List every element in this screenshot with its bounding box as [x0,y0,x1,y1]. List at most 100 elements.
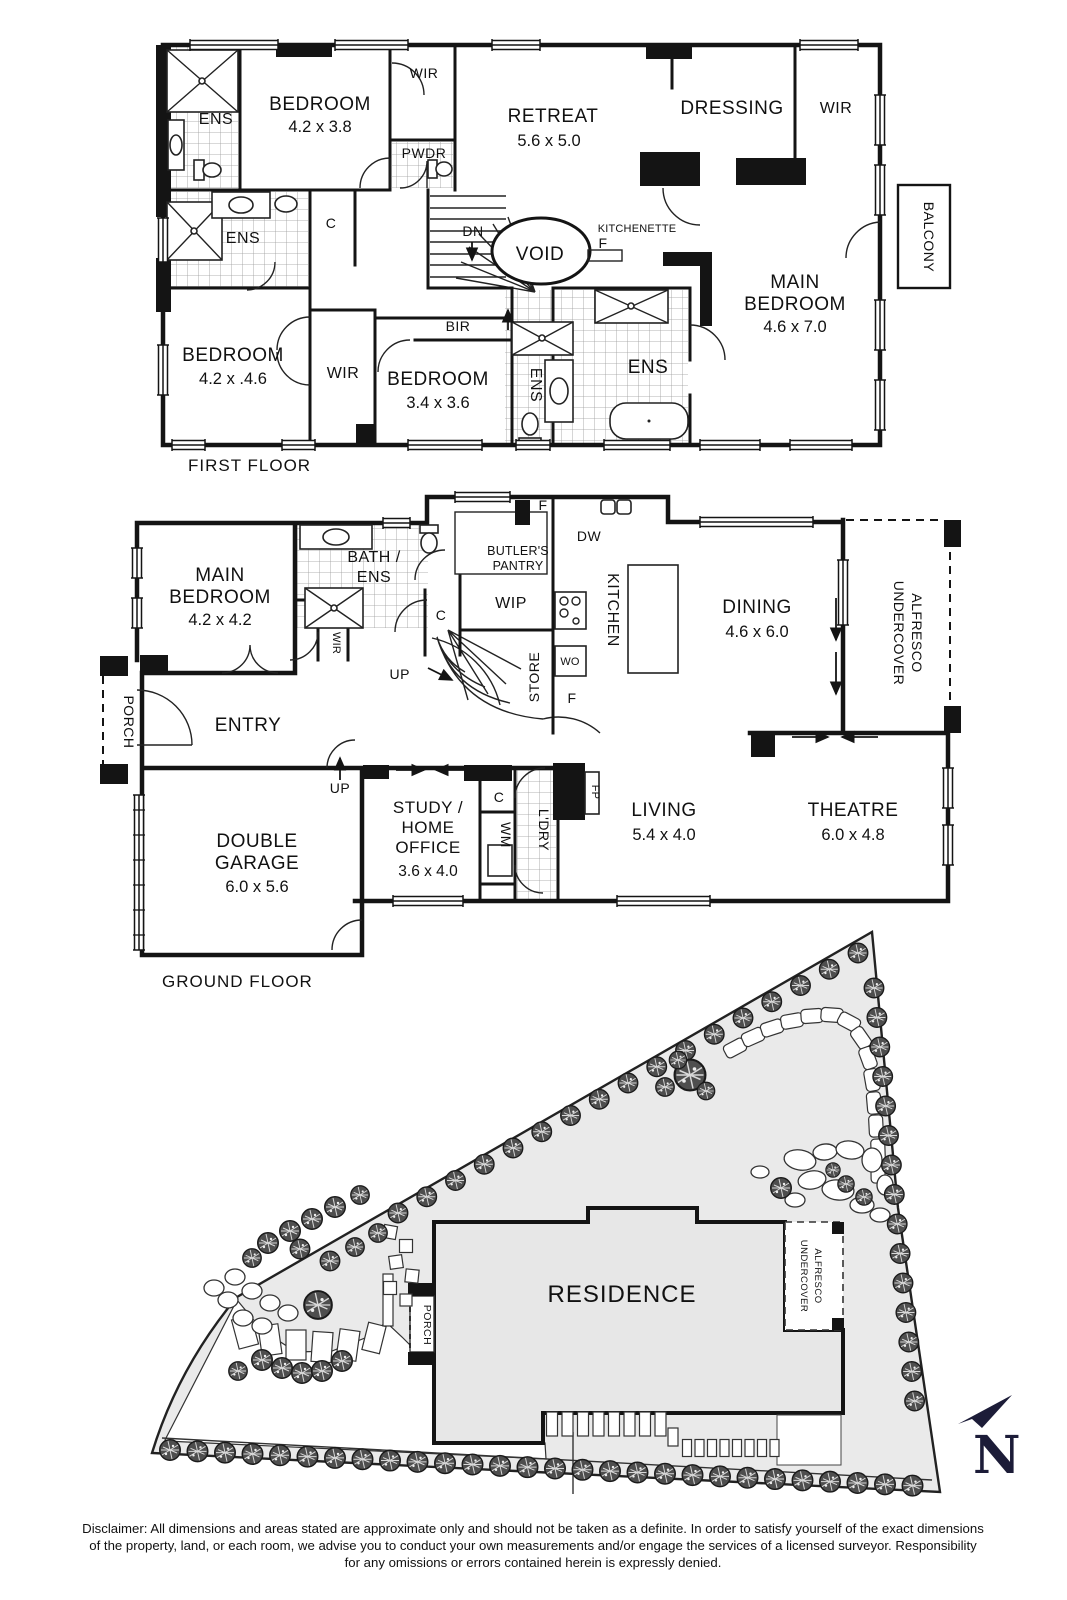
room-label-theatre: THEATRE [808,800,899,821]
site-porch [408,1283,435,1365]
room-label-pwdr: PWDR [402,145,447,161]
toilet [419,524,439,554]
room-label-kitchen: KITCHEN [604,573,621,647]
void-label: VOID [516,244,564,265]
gf-labels: PORCH MAIN BEDROOM 4.2 x 4.2 BATH / ENS … [121,497,925,991]
kitchenette-counter [587,249,623,262]
fridge-label: F [538,497,547,513]
room-label-dressing: DRESSING [680,98,783,119]
balcony-structure [879,183,952,290]
room-label-main-bedroom: MAIN [770,272,820,293]
washer-label: WM [498,822,514,848]
north-arrow-head [958,1395,1012,1428]
room-label-ens: ENS [527,368,544,402]
alfresco-label: UNDERCOVER [798,1240,809,1313]
gf-doors [136,549,546,951]
room-label-wir: WIR [410,65,439,81]
shrubs [203,1268,299,1335]
room-label-bedroom: BEDROOM [269,94,371,115]
room-label-bedroom: BEDROOM [387,369,489,390]
floor-title: GROUND FLOOR [162,972,313,991]
void-outline [490,216,592,286]
room-dims: 3.6 x 4.0 [398,863,458,880]
ff-walls [156,42,883,448]
ground-floor-plan: PORCH MAIN BEDROOM 4.2 x 4.2 BATH / ENS … [100,494,961,991]
direction-arrows [333,242,878,780]
room-label-living: LIVING [631,800,696,821]
washing-machine [487,844,513,877]
closet-label: C [494,789,505,805]
room-dims: 4.2 x 4.2 [188,611,251,629]
kitchenette-label: KITCHENETTE [598,223,677,235]
ff-doors [246,62,881,386]
ff-labels: ENS BEDROOM 4.2 x 3.8 WIR PWDR RETREAT 5… [182,65,937,475]
disclaimer-line: for any omissions or errors contained he… [345,1555,722,1570]
closet-label: C [436,607,447,623]
room-label-butlers-pantry: PANTRY [493,559,544,573]
oven-label: WO [560,656,580,668]
room-label-dining: DINING [722,597,792,618]
room-label-retreat: RETREAT [508,106,599,127]
fireplace [584,771,600,815]
room-label-butlers-pantry: BUTLER'S [487,544,549,558]
toilet [193,159,222,181]
room-label-garage: GARAGE [215,853,299,874]
robe-label-bir: BIR [446,318,471,334]
room-label-ens: ENS [226,230,260,247]
shower [304,587,364,629]
room-label-alfresco: UNDERCOVER [891,581,907,686]
disclaimer-block: Disclaimer: All dimensions and areas sta… [82,1521,984,1570]
room-label-wir: WIR [330,632,342,654]
first-floor-plan: ENS BEDROOM 4.2 x 3.8 WIR PWDR RETREAT 5… [156,42,952,475]
room-label-wir: WIR [327,365,360,382]
gf-fixtures [299,499,679,877]
site-alfresco [784,1221,844,1331]
room-dims: 4.2 x 3.8 [288,118,351,136]
room-label-bath: BATH / [347,549,400,566]
disclaimer-line: of the property, land, or each room, we … [89,1538,977,1553]
room-label-store: STORE [526,652,542,702]
stairs-label-up: UP [390,666,410,682]
room-label-main-bedroom: MAIN [195,565,245,586]
room-label-ens: ENS [199,111,233,128]
porch-label: PORCH [421,1305,433,1345]
room-dims: 6.0 x 4.8 [821,826,884,844]
sink [600,499,632,515]
staircase-up [431,629,601,734]
stairs-label-up: UP [330,780,350,796]
toilet [427,159,453,179]
room-label-wip: WIP [495,595,527,612]
shower [166,49,239,113]
gf-walls [100,494,961,958]
wall-oven [554,645,587,677]
windows [131,39,954,951]
disclaimer-line: Disclaimer: All dimensions and areas sta… [82,1521,984,1536]
room-label-bath: ENS [357,569,391,586]
toilet [274,195,298,213]
room-label-study: STUDY / [393,798,463,817]
fridge-label: F [598,235,607,251]
stairs-label-dn: DN [462,223,483,239]
shower [511,321,574,356]
room-dims: 4.2 x .4.6 [199,370,267,388]
closet-label: C [326,215,337,231]
dishwasher-label: DW [577,528,602,544]
room-dims: 4.6 x 7.0 [763,318,826,336]
fridge-label: F [567,690,576,706]
room-dims: 3.4 x 3.6 [406,394,469,412]
kitchen-island [627,564,679,674]
room-dims: 4.6 x 6.0 [725,623,788,641]
room-label-main-bedroom: BEDROOM [169,587,271,608]
residence-label: RESIDENCE [547,1281,696,1308]
site-plan: RESIDENCE PORCH UNDERCOVER ALFRESCO N [150,930,1021,1497]
residence-outline [432,1206,845,1445]
north-letter: N [973,1425,1021,1486]
room-label-entry: ENTRY [215,715,282,736]
fireplace-label: FP [589,785,601,799]
north-arrow: N [958,1395,1021,1486]
floor-title: FIRST FLOOR [188,456,311,475]
room-dims: 5.4 x 4.0 [632,826,695,844]
room-label-garage: DOUBLE [216,831,297,852]
room-label-ens: ENS [628,357,669,378]
